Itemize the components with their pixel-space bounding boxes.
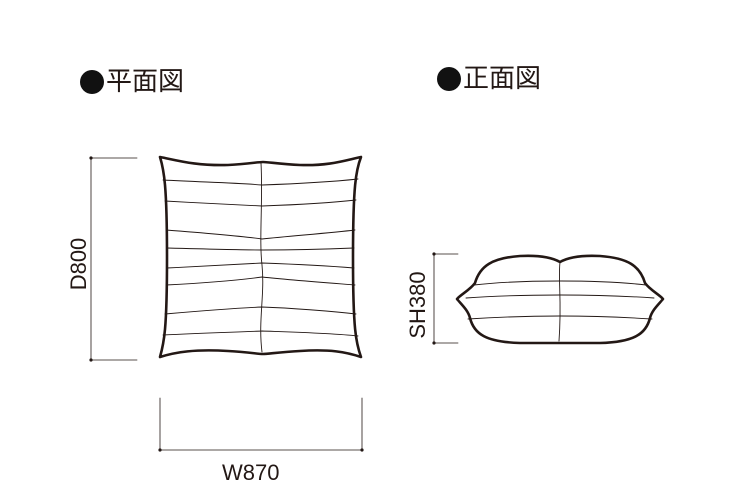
width-dimension bbox=[158, 397, 364, 452]
plan-outline bbox=[158, 155, 363, 359]
front-outline bbox=[455, 254, 665, 345]
bullet-icon bbox=[437, 67, 461, 91]
front-view-drawing bbox=[455, 254, 665, 345]
plan-view-title: 平面図 bbox=[80, 69, 184, 95]
front-seam-lines bbox=[465, 261, 655, 342]
plan-center-seam bbox=[260, 162, 264, 353]
plan-tufting-lines bbox=[162, 178, 359, 337]
seat-height-label: SH380 bbox=[405, 271, 430, 339]
bullet-icon bbox=[80, 70, 104, 94]
depth-dimension bbox=[89, 156, 138, 362]
seat-height-dimension bbox=[432, 252, 459, 345]
plan-view-drawing bbox=[158, 155, 363, 359]
depth-label: D800 bbox=[66, 237, 91, 291]
front-view-title: 正面図 bbox=[437, 66, 541, 92]
front-view-title-text: 正面図 bbox=[463, 64, 542, 94]
width-label: W870 bbox=[222, 460, 280, 485]
plan-view-title-text: 平面図 bbox=[106, 67, 185, 97]
